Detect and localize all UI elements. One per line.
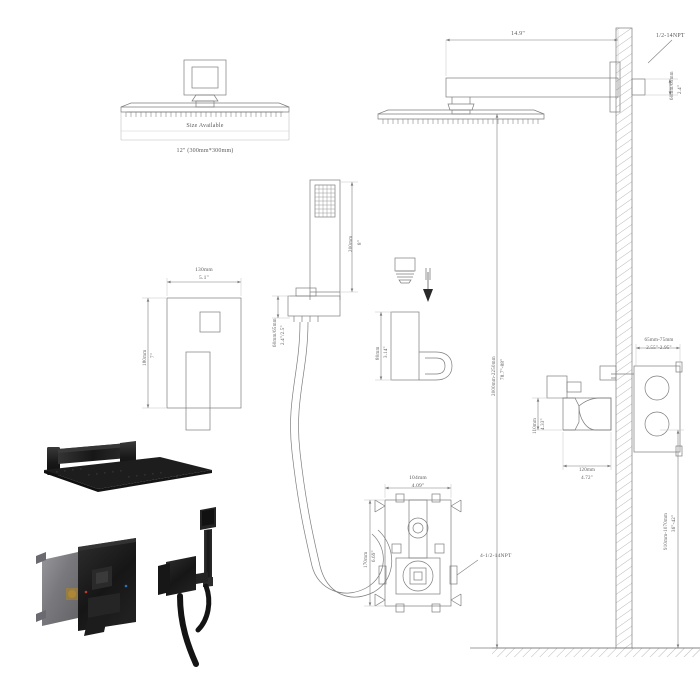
rainhead-size-label: 12" (300mm*300mm) xyxy=(176,148,234,154)
product-rainhead-render xyxy=(44,441,212,492)
valvebody-width-mm: 104mm xyxy=(409,475,427,481)
install-arm-drop-mm: 65mm-75mm xyxy=(644,338,674,343)
valvebody-width-in: 4.09" xyxy=(411,483,425,489)
trimplate-width-in: 5.1" xyxy=(199,275,209,281)
product-valve-trim-render xyxy=(36,538,136,636)
arm-length-dimension: 14.9" xyxy=(511,31,525,37)
arm-inlet-thread-label: 1/2-14NPT xyxy=(656,33,685,39)
install-arm-drop-in: 2.55"-2.95" xyxy=(646,346,672,351)
install-valve-height-in: 4.33" xyxy=(541,418,546,430)
handshower-outlet-mm: 60mm/65mm xyxy=(273,318,278,347)
handshower-length-in: 8" xyxy=(358,240,363,245)
rainhead-size-note-title: Size Available xyxy=(186,123,224,129)
holder-height-mm: 80mm xyxy=(376,346,381,360)
valve-body-front-view xyxy=(364,484,479,613)
trim-plate-front-view xyxy=(142,278,242,431)
product-handheld-render xyxy=(158,507,216,667)
arm-inlet-depth-in: 2.4" xyxy=(678,84,683,94)
install-valve-width-mm: 120mm xyxy=(578,468,596,473)
hand-shower-elevation xyxy=(272,179,358,322)
handshower-length-mm: 200mm xyxy=(349,235,354,252)
handshower-outlet-in: 2.4"/2.5" xyxy=(281,325,286,345)
install-floor-height-mm: 910mm-1070mm xyxy=(664,512,669,550)
install-valve-height-mm: 110mm xyxy=(533,417,538,434)
install-floor-height-in: 36"-42" xyxy=(672,514,677,532)
valvebody-port-thread: 4-1/2-14NPT xyxy=(480,553,512,559)
trimplate-width-mm: 130mm xyxy=(195,267,213,273)
trimplate-height-mm: 180mm xyxy=(143,349,148,366)
valvebody-height-mm: 170mm xyxy=(364,551,369,568)
installation-elevation xyxy=(495,114,684,648)
arm-inlet-depth-mm: 60mm/65mm xyxy=(670,71,675,100)
valvebody-height-in: 6.69" xyxy=(372,550,377,562)
holder-height-in: 3.14" xyxy=(384,346,389,358)
trimplate-height-in: 7" xyxy=(151,353,156,358)
install-head-height-in: 78.7"-88" xyxy=(501,358,506,380)
install-head-height-mm: 2000mm-2250mm xyxy=(492,356,497,396)
hose-connector-and-holder xyxy=(375,257,453,381)
rainhead-front-view xyxy=(120,59,290,141)
shower-arm-side-view xyxy=(377,27,700,657)
install-valve-width-in: 4.72" xyxy=(581,476,593,481)
